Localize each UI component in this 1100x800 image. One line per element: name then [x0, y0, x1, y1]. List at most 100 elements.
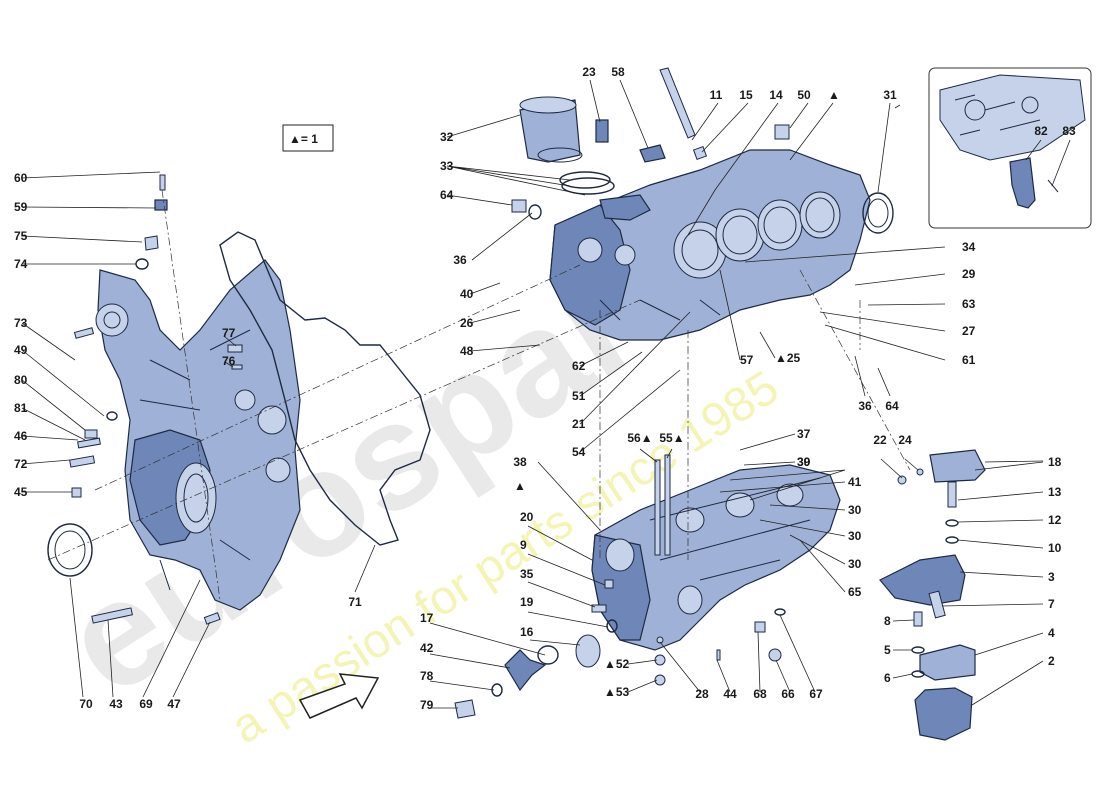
callout-78: 78	[420, 669, 434, 683]
callout-24: 24	[898, 433, 912, 447]
callout-52: ▲52	[604, 657, 630, 671]
callout-35: 35	[520, 567, 534, 581]
callout-32: 32	[440, 130, 454, 144]
sensor-23	[595, 119, 609, 143]
callout-42: 42	[420, 641, 434, 655]
small-fasteners	[47, 174, 243, 625]
callout-23: 23	[582, 65, 596, 79]
callout-tri_top: ▲	[828, 88, 840, 102]
sensor-58	[639, 144, 666, 163]
callout-5: 5	[884, 643, 891, 657]
callout-6: 6	[884, 671, 891, 685]
callout-50: 50	[797, 88, 811, 102]
callout-72: 72	[14, 457, 28, 471]
callout-80: 80	[14, 373, 28, 387]
callout-56: 56▲	[627, 431, 652, 445]
callout-43: 43	[109, 697, 123, 711]
callout-20: 20	[520, 510, 534, 524]
oil-filter	[519, 96, 615, 195]
callout-77: 77	[222, 326, 236, 340]
callout-61: 61	[962, 353, 976, 367]
callout-3: 3	[1048, 570, 1055, 584]
callout-74: 74	[14, 257, 28, 271]
callout-36a: 36	[453, 253, 467, 267]
callout-22: 22	[873, 433, 887, 447]
legend-box: ▲= 1	[282, 124, 334, 152]
callout-tri_mid: ▲	[514, 479, 526, 493]
callout-64b: 64	[885, 399, 899, 413]
timing-cover	[95, 259, 301, 611]
lower-fasteners	[454, 579, 786, 719]
callout-54: 54	[572, 445, 586, 459]
callout-37: 37	[797, 427, 811, 441]
callout-66: 66	[781, 687, 795, 701]
callout-31: 31	[883, 88, 897, 102]
direction-arrow	[298, 673, 380, 719]
callout-40: 40	[460, 287, 474, 301]
leader-lines	[21, 79, 1071, 709]
callout-26: 26	[460, 316, 474, 330]
engine-block	[549, 149, 871, 341]
callout-81: 81	[14, 401, 28, 415]
callout-12: 12	[1048, 513, 1062, 527]
callout-53: ▲53	[604, 685, 630, 699]
callout-82: 82	[1034, 124, 1048, 138]
callout-25: ▲25	[775, 351, 801, 365]
callout-4: 4	[1048, 626, 1055, 640]
callout-79: 79	[420, 698, 434, 712]
callout-9: 9	[520, 538, 527, 552]
callout-48: 48	[460, 344, 474, 358]
bedplate	[591, 464, 841, 651]
engine-mounts	[879, 449, 986, 741]
callout-19: 19	[520, 595, 534, 609]
callout-69: 69	[139, 697, 153, 711]
callout-57: 57	[740, 353, 754, 367]
callout-7: 7	[1048, 597, 1055, 611]
callout-59: 59	[14, 200, 28, 214]
inset-detail	[928, 67, 1092, 229]
callout-30a: 30	[797, 455, 811, 469]
callout-73: 73	[14, 316, 28, 330]
callout-68: 68	[753, 687, 767, 701]
callout-2: 2	[1048, 654, 1055, 668]
callout-39: 39	[797, 455, 811, 469]
callout-13: 13	[1048, 485, 1062, 499]
callout-30c: 30	[848, 529, 862, 543]
callout-75: 75	[14, 229, 28, 243]
callout-38: 38	[513, 455, 527, 469]
callout-64a: 64	[440, 188, 454, 202]
dipstick-tube	[659, 67, 696, 139]
callout-11: 11	[710, 88, 723, 102]
callout-29: 29	[962, 267, 976, 281]
callout-34: 34	[962, 240, 976, 254]
callout-83: 83	[1062, 124, 1076, 138]
callout-17: 17	[420, 611, 434, 625]
callout-33: 33	[440, 159, 454, 173]
callout-71: 71	[348, 595, 362, 609]
callout-18: 18	[1048, 455, 1062, 469]
callout-51: 51	[572, 389, 586, 403]
callout-8: 8	[884, 614, 891, 628]
callout-58: 58	[611, 65, 625, 79]
callout-27: 27	[962, 324, 976, 338]
callout-65: 65	[848, 585, 862, 599]
callout-28: 28	[695, 687, 709, 701]
callout-45: 45	[14, 485, 28, 499]
callout-44: 44	[723, 687, 737, 701]
callout-36b: 36	[858, 399, 872, 413]
callout-41: 41	[848, 475, 862, 489]
callout-14: 14	[769, 88, 783, 102]
callout-76: 76	[222, 354, 236, 368]
callout-10: 10	[1048, 541, 1062, 555]
cover-gasket	[219, 231, 431, 546]
callout-30b: 30	[848, 503, 862, 517]
seal-31	[862, 192, 894, 234]
callout-16: 16	[520, 625, 534, 639]
callout-47: 47	[167, 697, 181, 711]
callout-63: 63	[962, 297, 976, 311]
callout-30d: 30	[848, 557, 862, 571]
callout-60: 60	[14, 171, 28, 185]
legend-text: ▲= 1	[289, 132, 318, 146]
